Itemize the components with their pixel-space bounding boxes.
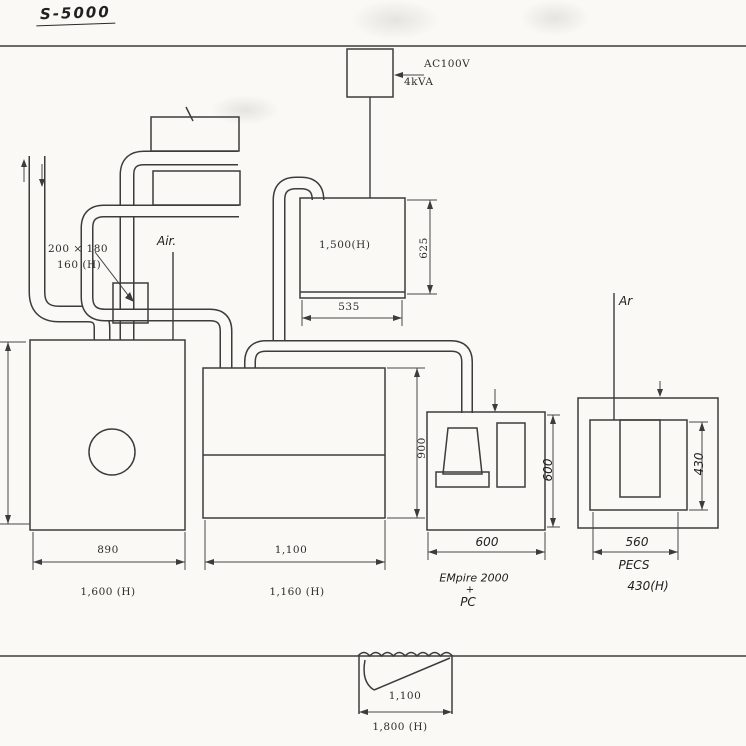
argon-label: Ar bbox=[619, 294, 633, 308]
pipe-cabinet-inner bbox=[274, 178, 323, 350]
middle-unit-height-label: 1,160 (H) bbox=[269, 586, 325, 598]
duct-junction-box bbox=[112, 282, 149, 324]
dim-pecs-width-label: 560 bbox=[625, 535, 649, 549]
pipe-cabinet-outer bbox=[272, 176, 325, 350]
dim-empire-width-label: 600 bbox=[475, 535, 499, 549]
arrowheads bbox=[5, 72, 705, 715]
dim-pit-width-label: 1,100 bbox=[388, 690, 422, 702]
pipe-to-empire-outer bbox=[244, 340, 473, 413]
pecs-name-label: PECS bbox=[618, 558, 650, 572]
pipe-lower-unit-inner bbox=[82, 206, 239, 368]
power-supply-box bbox=[346, 48, 394, 98]
pit-curve bbox=[363, 659, 375, 691]
duct-left-inner bbox=[30, 156, 109, 340]
wall-unit-upper-outline bbox=[150, 116, 240, 152]
pipe-to-empire-inner bbox=[245, 341, 472, 413]
drawing-title: S-5000 bbox=[35, 2, 116, 27]
pecs-unit-outline bbox=[577, 397, 719, 529]
empire-unit-outline bbox=[426, 411, 546, 531]
wall-unit-lower-outline bbox=[152, 170, 241, 206]
dim-empire-height-label: 600 bbox=[541, 458, 555, 482]
left-unit-port-circle bbox=[88, 428, 136, 476]
dim-pecs-inner-label: 430 bbox=[692, 452, 706, 476]
pecs-unit-chamber bbox=[619, 419, 661, 498]
dim-625-label: 625 bbox=[418, 237, 430, 259]
power-capacity-label: 4kVA bbox=[404, 76, 434, 88]
dim-1100-label: 1,100 bbox=[274, 544, 308, 556]
scan-blotch bbox=[350, 0, 440, 40]
duct-height-label: 160 (H) bbox=[57, 259, 102, 271]
cabinet-1500-outline bbox=[299, 197, 406, 299]
empire-name-label: EMpire 2000 bbox=[439, 571, 509, 585]
dim-890-label: 890 bbox=[97, 544, 119, 556]
pit-ramp-line bbox=[373, 657, 451, 691]
air-label: Air. bbox=[157, 234, 177, 248]
empire-unit-column bbox=[496, 422, 526, 488]
empire-plus-label: + bbox=[465, 584, 475, 596]
scan-blotch bbox=[210, 95, 280, 125]
power-voltage-label: AC100V bbox=[424, 58, 471, 70]
empire-unit-funnel bbox=[442, 427, 483, 475]
dim-900-label: 900 bbox=[416, 437, 428, 459]
cabinet-1500-label: 1,500(H) bbox=[319, 239, 371, 251]
empire-unit-base bbox=[435, 471, 490, 488]
pit-height-label: 1,800 (H) bbox=[372, 721, 428, 733]
duct-size-label: 200 × 180 bbox=[48, 243, 109, 255]
scan-blotch bbox=[520, 0, 590, 36]
pipe-upper-unit-inner bbox=[121, 152, 238, 340]
empire-pc-label: PC bbox=[460, 595, 476, 609]
left-unit-outline bbox=[29, 339, 186, 531]
left-unit-height-label: 1,600 (H) bbox=[80, 586, 136, 598]
pit-wavy-edge bbox=[357, 651, 453, 658]
wall-unit-tick bbox=[185, 106, 194, 122]
middle-unit-outline bbox=[202, 367, 386, 519]
duct-leader-line bbox=[94, 251, 132, 300]
dim-535-label: 535 bbox=[338, 301, 360, 313]
pecs-height-label: 430(H) bbox=[627, 579, 669, 593]
